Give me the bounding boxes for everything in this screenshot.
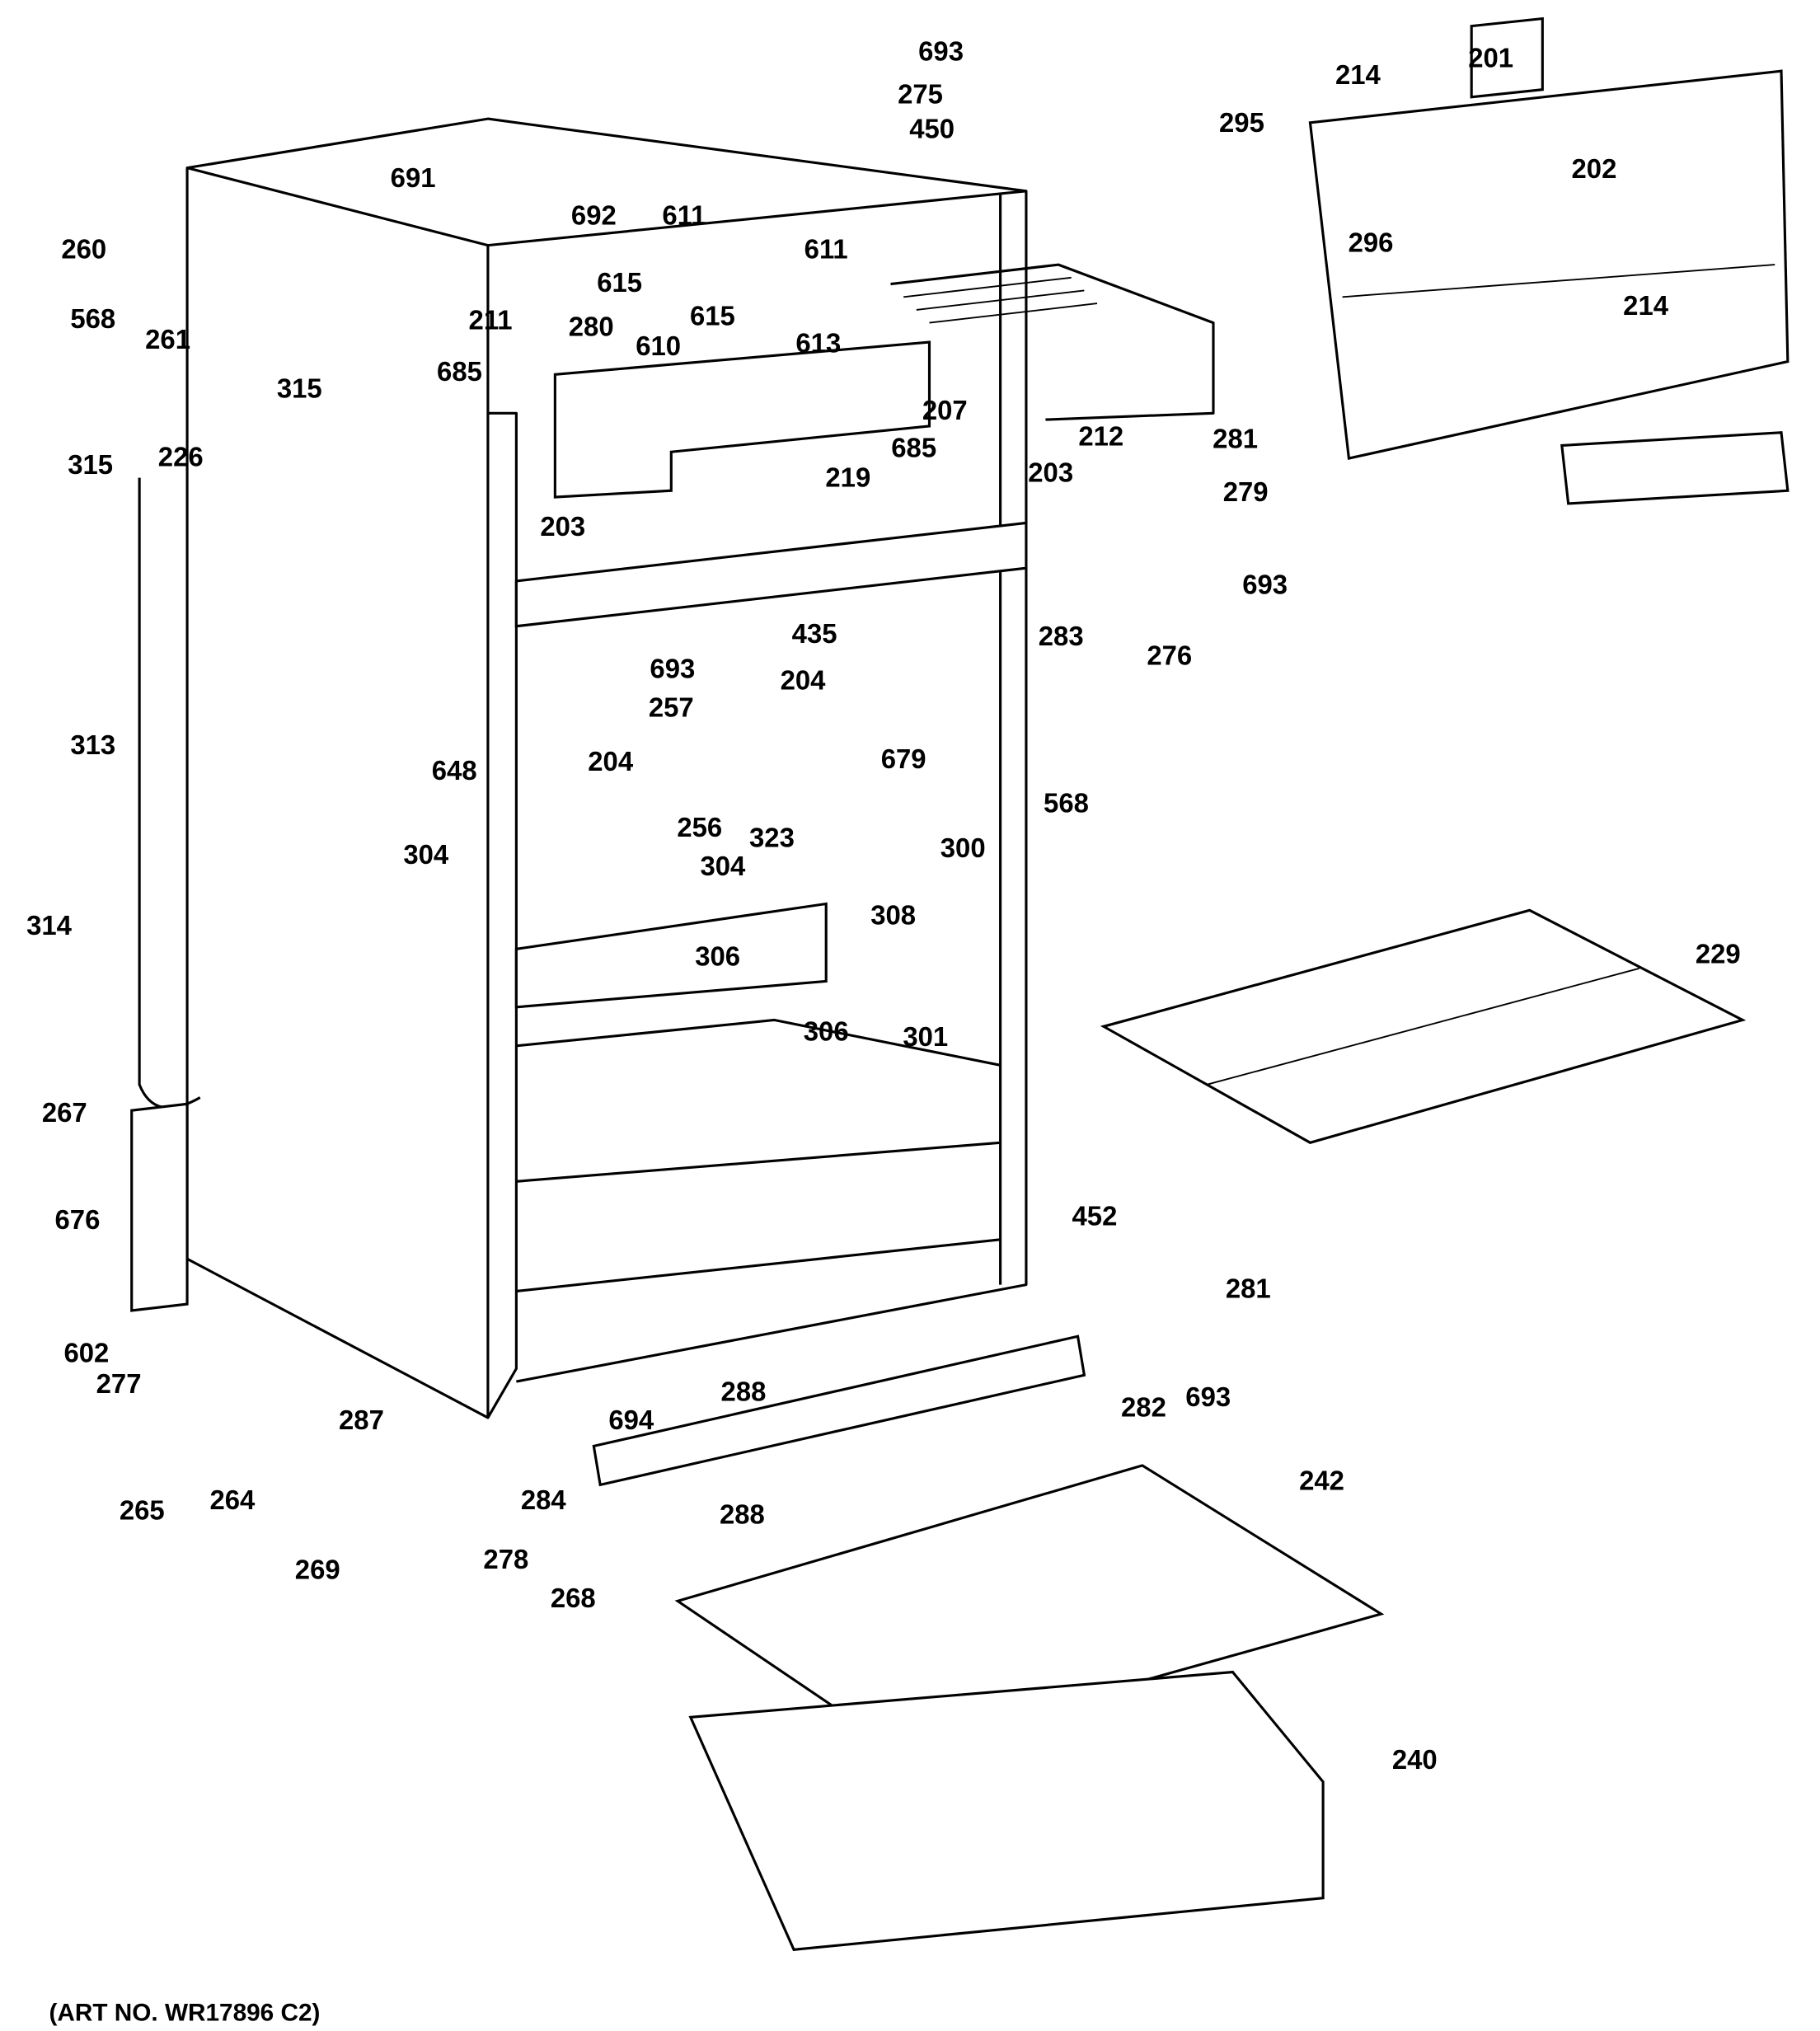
part-label-256: 256 (677, 812, 722, 842)
part-label-685: 685 (437, 356, 482, 387)
part-label-288: 288 (721, 1377, 767, 1407)
crisper-cover (674, 1464, 1385, 1752)
kick-grille (592, 1334, 1086, 1487)
part-label-202: 202 (1572, 153, 1617, 184)
part-label-304: 304 (701, 851, 747, 881)
part-label-615: 615 (597, 267, 642, 298)
part-label-693: 693 (1185, 1381, 1231, 1412)
part-label-264: 264 (209, 1485, 256, 1515)
part-label-315: 315 (68, 449, 113, 480)
part-label-242: 242 (1299, 1466, 1344, 1496)
part-label-610: 610 (636, 331, 681, 361)
part-label-280: 280 (569, 311, 614, 341)
part-label-314: 314 (26, 910, 73, 940)
part-label-261: 261 (145, 324, 190, 354)
part-label-685: 685 (891, 433, 936, 463)
part-label-693: 693 (918, 36, 964, 67)
freezer-door-panel (1308, 16, 1790, 460)
part-label-615: 615 (690, 301, 735, 331)
part-label-300: 300 (940, 833, 986, 863)
part-label-203: 203 (1028, 457, 1073, 487)
control-housing (514, 902, 828, 1009)
part-label-211: 211 (469, 304, 513, 335)
part-label-693: 693 (650, 653, 695, 683)
art-number: (ART NO. WR17896 C2) (49, 1999, 321, 2026)
part-label-306: 306 (804, 1016, 849, 1047)
part-label-268: 268 (551, 1583, 596, 1613)
part-label-278: 278 (483, 1544, 528, 1574)
cabinet (185, 117, 1028, 1419)
part-label-692: 692 (571, 200, 617, 231)
crisper-pan (688, 1670, 1325, 1951)
part-label-284: 284 (521, 1485, 567, 1515)
part-labels: 693 275 450 201 214 295 202 296 214 691 692 611 611 2… (26, 36, 1741, 1775)
part-label-201: 201 (1468, 42, 1513, 73)
part-label-450: 450 (909, 114, 955, 144)
evaporator-fan-housing (553, 340, 931, 499)
part-label-602: 602 (63, 1338, 109, 1368)
part-label-265: 265 (120, 1495, 165, 1526)
part-label-214: 214 (1623, 290, 1669, 321)
baffle-267 (130, 1102, 189, 1312)
part-label-281: 281 (1226, 1273, 1271, 1303)
freezer-shelf (890, 263, 1215, 421)
part-label-306: 306 (695, 941, 740, 972)
part-label-296: 296 (1349, 227, 1394, 257)
part-label-568: 568 (70, 303, 115, 334)
part-label-260: 260 (61, 233, 106, 264)
part-label-287: 287 (339, 1405, 384, 1435)
freezer-floor-channel (514, 521, 1028, 628)
part-label-611: 611 (662, 200, 706, 231)
part-label-693: 693 (1242, 570, 1288, 600)
part-label-301: 301 (903, 1021, 948, 1052)
part-label-204: 204 (781, 664, 827, 695)
part-label-240: 240 (1392, 1744, 1438, 1775)
part-label-611: 611 (804, 233, 848, 264)
part-label-568: 568 (1044, 787, 1089, 818)
part-label-226: 226 (158, 441, 204, 471)
part-label-207: 207 (922, 395, 968, 425)
part-label-676: 676 (55, 1204, 101, 1235)
part-label-269: 269 (295, 1555, 340, 1585)
part-label-679: 679 (881, 743, 926, 774)
part-label-613: 613 (795, 328, 841, 359)
part-label-214: 214 (1335, 59, 1381, 90)
part-label-281: 281 (1213, 424, 1258, 454)
part-label-691: 691 (391, 162, 436, 193)
part-label-212: 212 (1078, 420, 1123, 451)
part-label-304: 304 (403, 839, 449, 870)
drain-tube (138, 477, 201, 1109)
part-label-283: 283 (1039, 621, 1084, 651)
fresh-food-shelf (1100, 908, 1747, 1144)
part-label-323: 323 (749, 823, 795, 853)
part-label-277: 277 (96, 1368, 142, 1399)
part-label-267: 267 (42, 1097, 87, 1128)
part-label-275: 275 (898, 78, 943, 109)
part-label-276: 276 (1147, 640, 1192, 671)
ice-tray (1560, 431, 1790, 505)
part-label-204: 204 (588, 746, 634, 776)
part-label-648: 648 (432, 755, 477, 786)
part-label-282: 282 (1121, 1391, 1166, 1422)
part-label-308: 308 (870, 900, 916, 931)
part-label-279: 279 (1223, 476, 1269, 507)
part-label-315: 315 (277, 373, 322, 403)
part-label-219: 219 (825, 462, 870, 493)
part-label-313: 313 (70, 729, 115, 760)
part-label-452: 452 (1072, 1201, 1118, 1231)
part-label-203: 203 (540, 511, 585, 542)
part-label-288: 288 (720, 1499, 765, 1529)
part-label-257: 257 (649, 692, 694, 722)
part-label-435: 435 (792, 618, 837, 649)
part-label-229: 229 (1696, 939, 1741, 969)
part-label-694: 694 (608, 1405, 654, 1435)
part-label-295: 295 (1219, 107, 1264, 138)
